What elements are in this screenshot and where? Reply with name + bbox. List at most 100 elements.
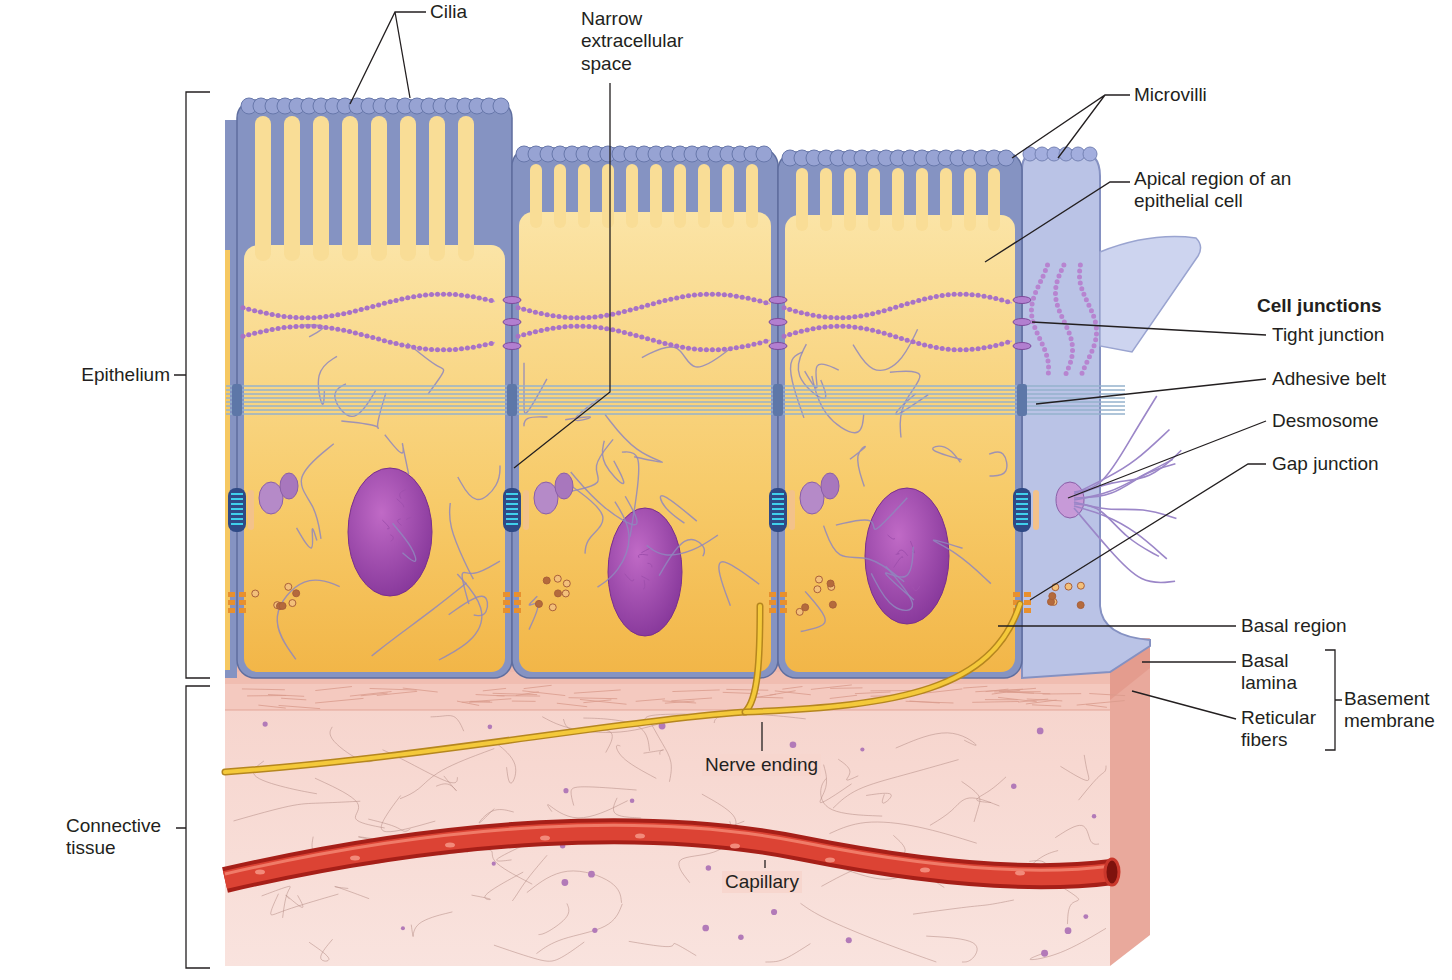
tissue-cell: [1037, 728, 1044, 735]
gap-junction-channel: [780, 608, 787, 613]
collagen-fiber: [651, 724, 671, 782]
tight-junction-beads: [1055, 265, 1072, 375]
collagen-fiber: [765, 944, 810, 962]
tight-junction-protein: [503, 319, 521, 326]
intermediate-filament: [791, 352, 804, 418]
tight-junction-protein: [1013, 319, 1031, 326]
part-label: Capillary: [722, 871, 802, 893]
tight-junction-strand: [243, 326, 495, 350]
tight-junction-protein: [503, 297, 521, 304]
collagen-fiber: [440, 850, 533, 884]
gap-junction-channel: [514, 592, 521, 597]
part-label: Adhesive belt: [1272, 368, 1386, 390]
intermediate-filament: [850, 446, 865, 486]
adhesive-belt-filament: [226, 405, 1125, 406]
reticular-fiber: [476, 695, 505, 696]
part-label: Desmosome: [1272, 410, 1379, 432]
epithelial-cell: [512, 146, 778, 678]
desmosome-plaque: [259, 482, 283, 514]
desmosome-linker: [231, 498, 243, 500]
intermediate-filament: [896, 394, 928, 415]
desmosome-linker: [506, 508, 518, 510]
cell-membrane: [778, 152, 1022, 678]
desmosome-core: [769, 488, 787, 532]
part-label: Nerve ending: [702, 754, 821, 776]
leader-line: [1032, 322, 1266, 335]
collagen-fiber: [838, 759, 858, 780]
reticular-fiber: [972, 701, 1019, 703]
finger-core: [602, 164, 614, 228]
gap-junction-channel: [1024, 608, 1031, 613]
desmosome-plaque: [523, 490, 529, 530]
part-label: Tight junction: [1272, 324, 1384, 346]
reticular-fiber: [671, 698, 712, 701]
desmosome-linker: [231, 518, 243, 520]
part-label: Basal region: [1241, 615, 1347, 637]
collagen-fiber: [309, 939, 333, 961]
red-blood-cell: [255, 870, 265, 875]
adhesive-belt-filament: [226, 393, 1125, 394]
capillary-lumen: [225, 831, 1112, 880]
adhesive-belt-plaque: [507, 384, 517, 416]
reticular-fiber: [662, 701, 696, 703]
tissue-cell: [1041, 950, 1048, 957]
collagen-fiber: [539, 903, 569, 934]
intermediate-filament: [622, 452, 639, 537]
reticular-fiber: [1089, 694, 1125, 696]
chromatin: [638, 554, 648, 557]
intermediate-filament: [571, 472, 637, 525]
tight-junction-beads: [518, 294, 770, 318]
collagen-fiber: [527, 871, 622, 903]
reticular-fiber: [769, 691, 795, 695]
cut-membrane-flap: [1100, 237, 1201, 352]
desmosome-linker: [1016, 503, 1028, 505]
tissue-cell: [860, 747, 864, 751]
adhesive-belt-filament: [226, 401, 1125, 402]
epithelial-cells: [225, 98, 1201, 678]
reticular-fiber: [636, 699, 665, 701]
tissue-cell: [630, 799, 635, 804]
tissue-cell: [592, 928, 597, 933]
granule: [293, 590, 300, 597]
reticular-fiber: [580, 699, 627, 704]
gap-junction-channel: [239, 608, 246, 613]
collagen-fiber: [234, 801, 361, 821]
leader-line: [350, 12, 426, 104]
tissue-side-face: [1110, 638, 1150, 966]
collagen-fiber: [494, 741, 516, 783]
tight-junction-beads: [1079, 265, 1096, 375]
granule: [1077, 582, 1084, 589]
capillary-opening: [1105, 859, 1119, 885]
desmosome-linker: [772, 498, 784, 500]
red-blood-cell: [825, 858, 835, 863]
collagen-fiber: [829, 822, 976, 843]
red-blood-cell: [635, 834, 645, 839]
gap-junction-channel: [514, 600, 521, 605]
tissue-cell: [790, 741, 797, 748]
intermediate-filament: [933, 446, 962, 462]
tight-junction-protein: [1013, 297, 1031, 304]
gap-junction-channel: [239, 592, 246, 597]
granule: [563, 580, 570, 587]
collagen-fiber: [896, 733, 976, 748]
cytoplasm: [785, 215, 1015, 672]
tissue-cell: [1083, 914, 1088, 919]
gap-junction-channel: [780, 592, 787, 597]
leader-line: [1068, 421, 1266, 498]
desmosome-linker: [506, 503, 518, 505]
intermediate-filament: [1074, 504, 1159, 556]
reticular-fiber: [726, 689, 768, 691]
nucleus: [348, 468, 432, 596]
collagen-fiber: [1079, 766, 1106, 801]
reticular-fiber: [986, 689, 1009, 692]
nerve-fiber: [225, 606, 760, 772]
collagen-fiber: [512, 855, 547, 901]
intermediate-filament: [1074, 464, 1175, 498]
red-blood-cell: [445, 843, 455, 848]
finger-core: [626, 164, 638, 228]
tissue-cell: [561, 879, 568, 886]
intermediate-filament: [372, 583, 467, 656]
cell-membrane: [237, 100, 512, 678]
